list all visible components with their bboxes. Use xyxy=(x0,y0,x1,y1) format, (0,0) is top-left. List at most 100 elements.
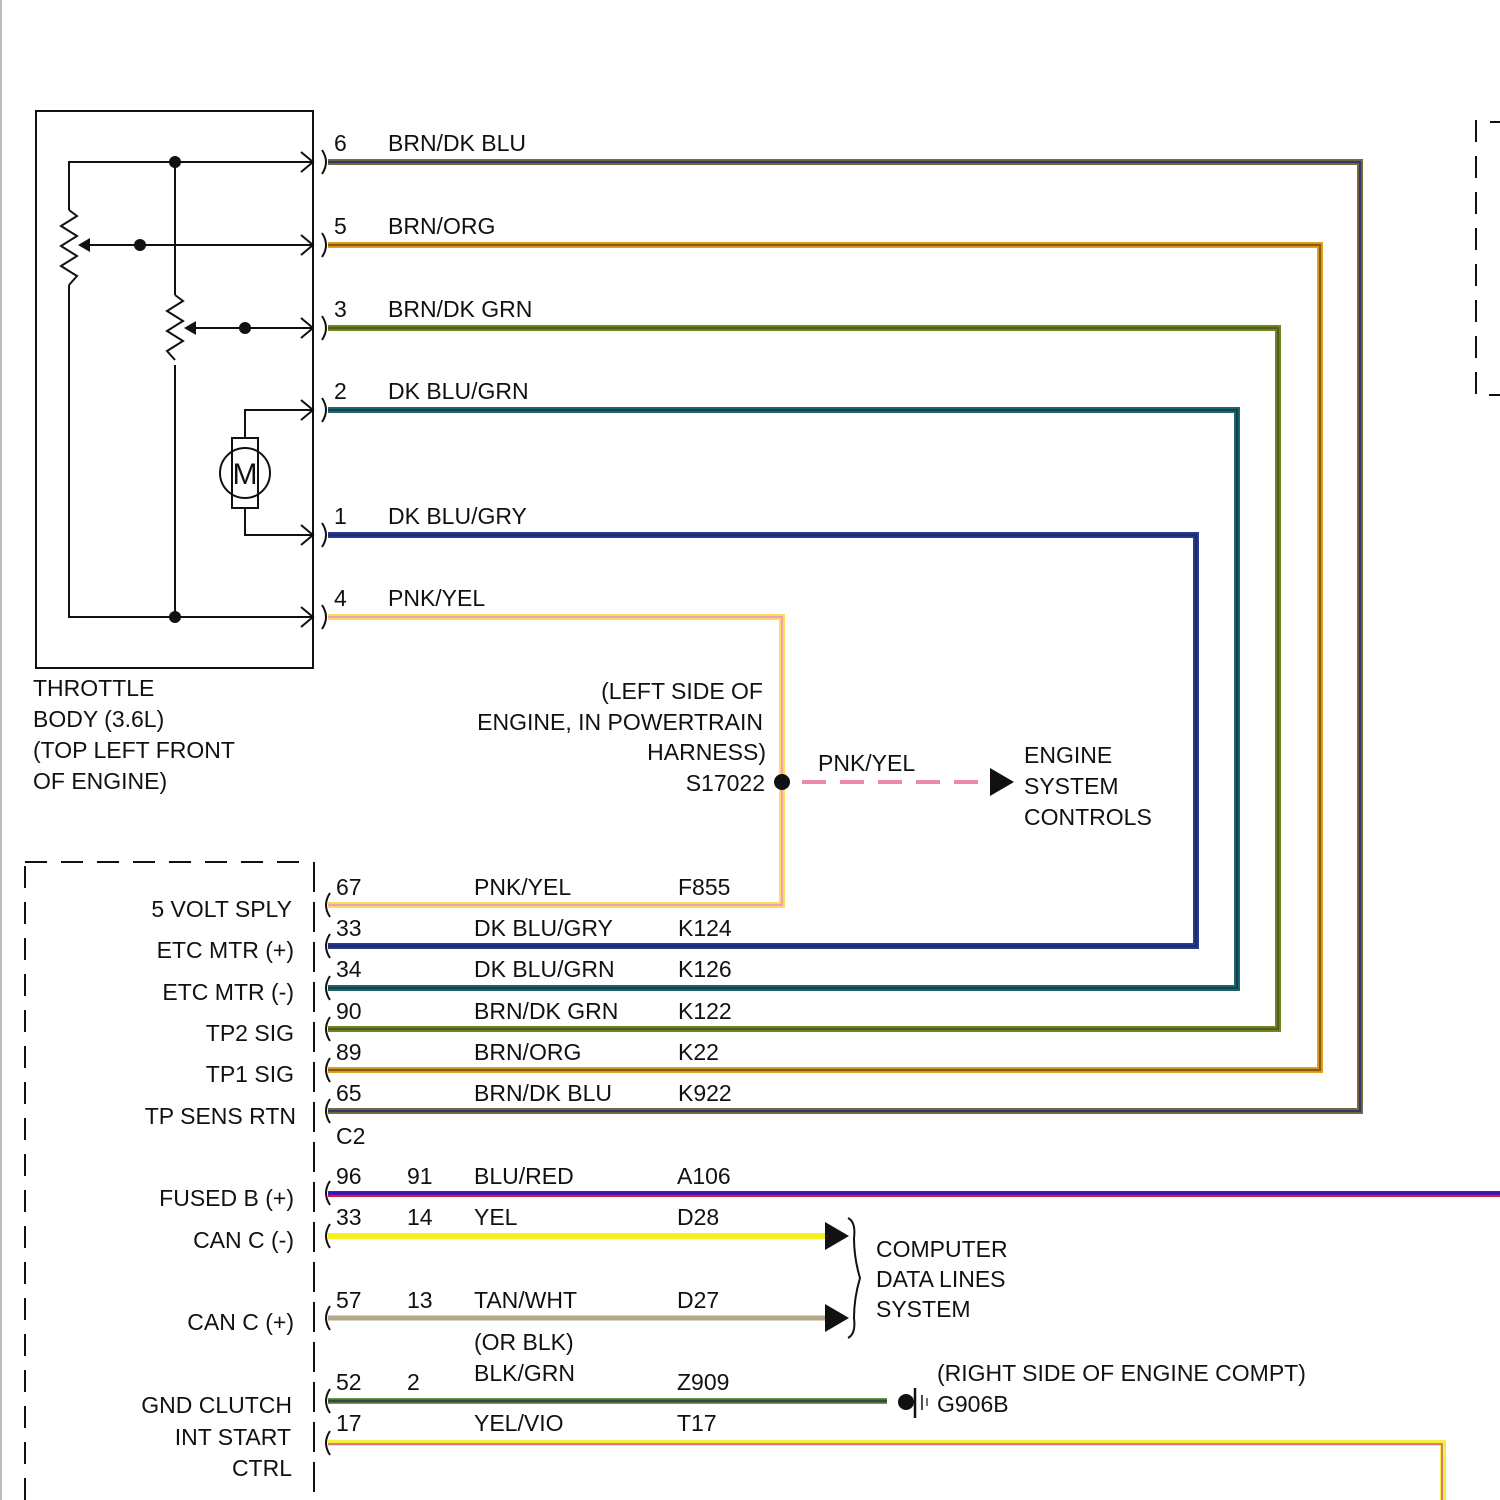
svg-text:CAN C (-): CAN C (-) xyxy=(193,1227,294,1253)
svg-text:Z909: Z909 xyxy=(677,1369,729,1395)
svg-text:4: 4 xyxy=(334,585,347,611)
svg-text:K22: K22 xyxy=(678,1039,719,1065)
svg-text:DK BLU/GRY: DK BLU/GRY xyxy=(474,915,613,941)
svg-text:52: 52 xyxy=(336,1369,362,1395)
svg-text:(OR BLK): (OR BLK) xyxy=(474,1329,574,1355)
svg-text:5 VOLT SPLY: 5 VOLT SPLY xyxy=(151,896,292,922)
svg-text:33: 33 xyxy=(336,1204,362,1230)
svg-text:89: 89 xyxy=(336,1039,362,1065)
svg-text:INT START: INT START xyxy=(175,1424,291,1450)
svg-text:ENGINE: ENGINE xyxy=(1024,742,1112,768)
svg-text:K922: K922 xyxy=(678,1080,732,1106)
svg-text:F855: F855 xyxy=(678,874,730,900)
svg-text:34: 34 xyxy=(336,956,362,982)
wiper-arrow-icon xyxy=(184,321,196,335)
svg-text:2: 2 xyxy=(407,1369,420,1395)
svg-text:D27: D27 xyxy=(677,1287,719,1313)
svg-text:PNK/YEL: PNK/YEL xyxy=(388,585,485,611)
svg-text:K126: K126 xyxy=(678,956,732,982)
svg-text:BLK/GRN: BLK/GRN xyxy=(474,1360,575,1386)
svg-text:17: 17 xyxy=(336,1410,362,1436)
svg-text:YEL/VIO: YEL/VIO xyxy=(474,1410,563,1436)
svg-text:TP2 SIG: TP2 SIG xyxy=(206,1020,294,1046)
component-location: OF ENGINE) xyxy=(33,768,167,794)
svg-text:HARNESS): HARNESS) xyxy=(647,739,766,765)
svg-text:(LEFT SIDE OF: (LEFT SIDE OF xyxy=(601,678,763,704)
svg-text:91: 91 xyxy=(407,1163,433,1189)
splice-s17022: (LEFT SIDE OF ENGINE, IN POWERTRAIN HARN… xyxy=(477,678,1152,830)
svg-text:BRN/ORG: BRN/ORG xyxy=(388,213,495,239)
component-name: BODY (3.6L) xyxy=(33,706,164,732)
svg-text:D28: D28 xyxy=(677,1204,719,1230)
component-location: (TOP LEFT FRONT xyxy=(33,737,235,763)
svg-text:CTRL: CTRL xyxy=(232,1455,292,1481)
svg-text:CONTROLS: CONTROLS xyxy=(1024,804,1152,830)
svg-text:DATA LINES: DATA LINES xyxy=(876,1266,1006,1292)
bracket-icon xyxy=(848,1218,860,1338)
svg-text:57: 57 xyxy=(336,1287,362,1313)
svg-text:S17022: S17022 xyxy=(686,770,765,796)
svg-text:SYSTEM: SYSTEM xyxy=(876,1296,971,1322)
svg-text:BRN/DK GRN: BRN/DK GRN xyxy=(474,998,618,1024)
wiper-arrow-icon xyxy=(78,238,90,252)
svg-text:TP SENS RTN: TP SENS RTN xyxy=(145,1103,296,1129)
svg-text:G906B: G906B xyxy=(937,1391,1009,1417)
svg-text:TP1 SIG: TP1 SIG xyxy=(206,1061,294,1087)
svg-text:CAN C (+): CAN C (+) xyxy=(187,1309,294,1335)
svg-text:T17: T17 xyxy=(677,1410,717,1436)
svg-text:ENGINE, IN POWERTRAIN: ENGINE, IN POWERTRAIN xyxy=(477,709,763,735)
throttle-body: M xyxy=(36,111,326,668)
resistor-tp1-icon xyxy=(61,210,77,285)
svg-text:(RIGHT SIDE OF ENGINE COMPT): (RIGHT SIDE OF ENGINE COMPT) xyxy=(937,1360,1306,1386)
svg-text:90: 90 xyxy=(336,998,362,1024)
wire-brn-dk-grn-tracer xyxy=(328,328,1278,1029)
svg-text:2: 2 xyxy=(334,378,347,404)
ground-icon xyxy=(898,1388,927,1418)
wire-yel-vio xyxy=(328,1443,1443,1500)
svg-text:BLU/RED: BLU/RED xyxy=(474,1163,574,1189)
arrow-icon xyxy=(990,768,1014,796)
svg-text:3: 3 xyxy=(334,296,347,322)
svg-text:5: 5 xyxy=(334,213,347,239)
svg-text:YEL: YEL xyxy=(474,1204,518,1230)
splice-dot-icon xyxy=(774,774,790,790)
wire-brn-dk-grn xyxy=(328,328,1278,1029)
arrow-icon xyxy=(825,1222,849,1250)
component-name: THROTTLE xyxy=(33,675,154,701)
svg-text:BRN/ORG: BRN/ORG xyxy=(474,1039,581,1065)
pcm-pin-labels: 5 VOLT SPLY ETC MTR (+) ETC MTR (-) TP2 … xyxy=(145,874,732,1149)
svg-text:TAN/WHT: TAN/WHT xyxy=(474,1287,577,1313)
svg-text:BRN/DK BLU: BRN/DK BLU xyxy=(474,1080,612,1106)
svg-text:13: 13 xyxy=(407,1287,433,1313)
svg-text:A106: A106 xyxy=(677,1163,731,1189)
svg-text:PNK/YEL: PNK/YEL xyxy=(818,750,915,776)
other-circuits: FUSED B (+) CAN C (-) CAN C (+) GND CLUT… xyxy=(141,1163,1500,1500)
svg-text:K122: K122 xyxy=(678,998,732,1024)
svg-text:FUSED B (+): FUSED B (+) xyxy=(159,1185,294,1211)
svg-text:PNK/YEL: PNK/YEL xyxy=(474,874,571,900)
svg-text:DK BLU/GRN: DK BLU/GRN xyxy=(474,956,615,982)
svg-text:6: 6 xyxy=(334,130,347,156)
motor-icon: M xyxy=(220,410,313,535)
svg-text:SYSTEM: SYSTEM xyxy=(1024,773,1119,799)
svg-text:M: M xyxy=(233,458,258,491)
resistor-tp2-icon xyxy=(167,295,183,360)
svg-text:BRN/DK BLU: BRN/DK BLU xyxy=(388,130,526,156)
svg-text:1: 1 xyxy=(334,503,347,529)
svg-text:DK BLU/GRN: DK BLU/GRN xyxy=(388,378,529,404)
connector-name: C2 xyxy=(336,1123,365,1149)
dashed-component-box xyxy=(1476,120,1500,395)
svg-text:96: 96 xyxy=(336,1163,362,1189)
svg-text:COMPUTER: COMPUTER xyxy=(876,1236,1008,1262)
svg-text:ETC MTR (+): ETC MTR (+) xyxy=(157,937,294,963)
svg-text:14: 14 xyxy=(407,1204,433,1230)
svg-text:67: 67 xyxy=(336,874,362,900)
svg-text:DK BLU/GRY: DK BLU/GRY xyxy=(388,503,527,529)
svg-text:GND CLUTCH: GND CLUTCH xyxy=(141,1392,292,1418)
svg-text:ETC MTR (-): ETC MTR (-) xyxy=(162,979,294,1005)
svg-text:K124: K124 xyxy=(678,915,732,941)
svg-text:65: 65 xyxy=(336,1080,362,1106)
svg-text:33: 33 xyxy=(336,915,362,941)
